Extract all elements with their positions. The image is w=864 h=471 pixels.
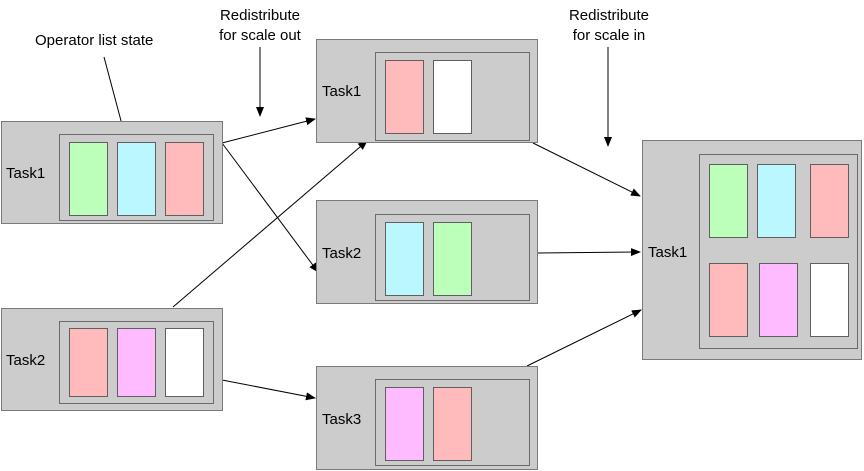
state-pink [810,164,849,238]
initial-task1: Task1 [1,121,223,224]
state-magenta [385,387,424,461]
state-pink [165,142,204,216]
scale-out-label-line1: Redistribute [219,7,301,24]
state-container [59,134,214,221]
scaled-out-task1: Task1 [316,39,538,143]
state-container [59,321,214,404]
scaled-out-task3: Task3 [316,366,538,470]
task-label: Task1 [322,83,362,100]
state-magenta [759,263,798,337]
edge-task1-to-scaled-task2 [221,142,319,273]
state-cyan [117,142,156,216]
scale-in-label: Redistribute for scale in [551,6,667,46]
initial-task2: Task2 [1,308,223,411]
task-label: Task3 [322,411,362,428]
edge-scaled-task1-to-final-task1 [532,142,641,197]
task-label: Task1 [6,165,46,182]
state-cyan [757,164,796,238]
state-white [810,263,849,337]
task-label: Task1 [648,244,688,261]
operator-list-state-label: Operator list state [35,32,154,49]
state-green [69,142,108,216]
task-label: Task2 [6,352,46,369]
state-cyan [385,222,424,296]
state-pink [69,328,108,397]
task-label: Task2 [322,245,362,262]
state-container [375,52,530,141]
state-container [375,379,530,466]
pointer-operator-list-state [103,56,126,133]
scale-in-label-line2: for scale in [572,27,646,44]
state-container [699,154,858,349]
edge-scaled-task3-to-final-task1 [526,309,642,367]
state-white [165,328,204,397]
state-pink [709,263,748,337]
state-pink [385,60,424,134]
scaled-in-task1: Task1 [642,140,862,360]
state-container [375,214,530,301]
edge-scaled-task2-to-final-task1 [537,248,641,257]
edge-task2-to-scaled-task1 [172,140,368,308]
state-magenta [117,328,156,397]
state-green [709,164,748,238]
state-green [433,222,472,296]
scale-in-label-line1: Redistribute [568,7,650,24]
scaled-out-task2: Task2 [316,200,538,304]
edge-task2-to-scaled-task3 [221,379,316,401]
state-white [433,60,472,134]
edge-task1-to-scaled-task1 [221,117,316,144]
scale-out-label-line2: for scale out [219,27,301,44]
state-pink [433,387,472,461]
scale-out-label: Redistribute for scale out [202,6,318,46]
